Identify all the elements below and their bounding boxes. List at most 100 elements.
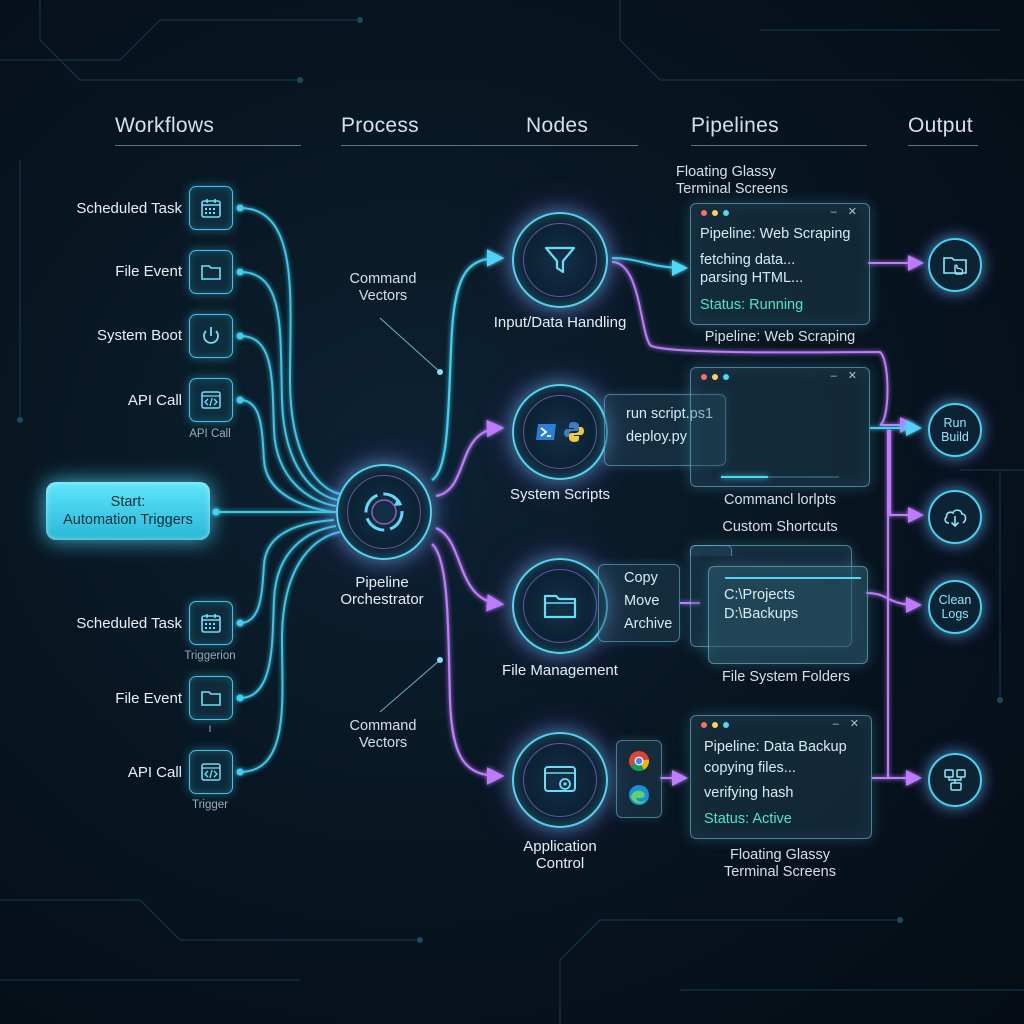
pipeline-orchestrator-node[interactable] [336,464,432,560]
trigger-sublabel: ı [208,723,212,735]
header-output: Output [908,114,973,137]
terminal-line: copying files... [704,760,796,776]
trigger-label: API Call [127,392,182,409]
folder-stripe [725,577,861,579]
output-open-folder[interactable] [928,238,982,292]
header-rule [115,145,301,146]
command-vectors-label: Command Vectors [340,271,426,305]
caption-line2: Terminal Screens [676,181,789,197]
browser-apps-panel[interactable] [616,740,662,818]
output-cloud-download[interactable] [928,490,982,544]
trigger-label: Scheduled Task [76,615,182,632]
web-scraping-caption: Pipeline: Web Scraping [704,329,856,345]
caption-line1: Floating Glassy [730,847,830,863]
cloud-download-icon [944,509,967,528]
window-dots [701,722,729,728]
folder-icon [543,594,577,619]
window-dots [701,210,729,216]
app-window-icon [544,766,576,792]
folder-tab [690,545,732,556]
terminal-screens-caption: Floating Glassy Terminal Screens [700,847,860,881]
edge-icon [629,785,649,805]
header-workflows: Workflows [115,114,215,137]
web-scraping-terminal[interactable]: – ✕ [690,203,870,325]
progress-track [721,476,839,478]
window-controls[interactable]: – ✕ [832,718,863,730]
header-process: Process [341,114,419,137]
scripts-icons [534,420,586,444]
code-icon[interactable] [189,750,233,794]
trigger-sublabel: Triggerion [184,650,236,662]
command-vectors-line2: Vectors [358,288,408,304]
header-pipelines: Pipelines [691,114,779,137]
header-rule [341,145,638,146]
caption-line2: Terminal Screens [723,864,836,880]
trigger-label: Scheduled Task [76,200,182,217]
custom-shortcuts-caption: Custom Shortcuts [722,519,838,535]
file-ops-panel[interactable] [598,564,680,642]
clean-logs-text: Clean Logs [939,593,972,621]
data-backup-terminal[interactable]: – ✕ [690,715,872,839]
application-control-line2: Control [535,855,585,872]
trigger-sublabel: Trigger [192,799,228,811]
terminal-status: Status: Running [700,297,804,313]
orchestrator-line2: Orchestrator [340,591,424,608]
orchestrator-line1: Pipeline [355,574,409,591]
file-system-caption: File System Folders [721,669,851,685]
run-build-text: Run Build [941,416,969,444]
output-run-build[interactable]: Run Build [928,403,982,457]
calendar-icon[interactable] [189,186,233,230]
header-rule [691,145,867,146]
application-control-label: Application Control [480,838,640,872]
system-scripts-node[interactable] [512,384,608,480]
window-controls[interactable]: – ✕ [830,206,861,218]
folder-path: C:\Projects [724,587,795,603]
run-build-line1: Run [943,416,967,430]
calendar-icon[interactable] [189,601,233,645]
power-icon[interactable] [189,314,233,358]
clean-logs-line1: Clean [938,593,972,607]
application-control-node[interactable] [512,732,608,828]
command-vectors-label: Command Vectors [340,718,426,752]
command-vectors-line1: Command [349,718,417,734]
caption-line1: Floating Glassy [676,164,776,180]
run-build-line2: Build [941,430,969,444]
file-system-folder[interactable] [708,566,868,664]
folder-icon[interactable] [189,250,233,294]
start-line2: Automation Triggers [63,512,193,528]
powershell-icon [536,424,556,440]
application-control-line1: Application [523,838,597,855]
system-scripts-label: System Scripts [509,486,611,503]
terminal-title: Pipeline: Web Scraping [700,226,851,242]
output-clean-logs[interactable]: Clean Logs [928,580,982,634]
code-icon[interactable] [189,378,233,422]
script-command-panel[interactable] [604,394,726,466]
terminal-line: verifying hash [704,785,794,801]
file-op-copy[interactable]: Copy [624,570,658,586]
output-network[interactable] [928,753,982,807]
window-controls[interactable]: – ✕ [830,370,861,382]
script-line: run script.ps1 [626,406,714,422]
terminal-title: Pipeline: Data Backup [704,739,847,755]
header-rule [908,145,978,146]
input-data-node[interactable] [512,212,608,308]
script-line: deploy.py [626,429,687,445]
trigger-label: File Event [115,263,182,280]
terminal-screens-caption: Floating Glassy Terminal Screens [676,164,818,198]
trigger-label: API Call [127,764,182,781]
trigger-label: File Event [115,690,182,707]
file-management-node[interactable] [512,558,608,654]
folder-icon[interactable] [189,676,233,720]
file-op-move[interactable]: Move [624,593,660,609]
command-vectors-line2: Vectors [358,735,408,751]
header-nodes: Nodes [526,114,589,137]
python-icon [564,422,584,442]
orchestrator-label: Pipeline Orchestrator [332,574,432,608]
start-automation-button[interactable]: Start: Automation Triggers [46,482,210,540]
file-op-archive[interactable]: Archive [624,616,673,632]
command-scripts-terminal[interactable]: – ✕ [690,367,870,487]
terminal-status: Status: Active [704,811,792,827]
trigger-label: System Boot [96,327,182,344]
terminal-line: fetching data... [700,252,796,268]
